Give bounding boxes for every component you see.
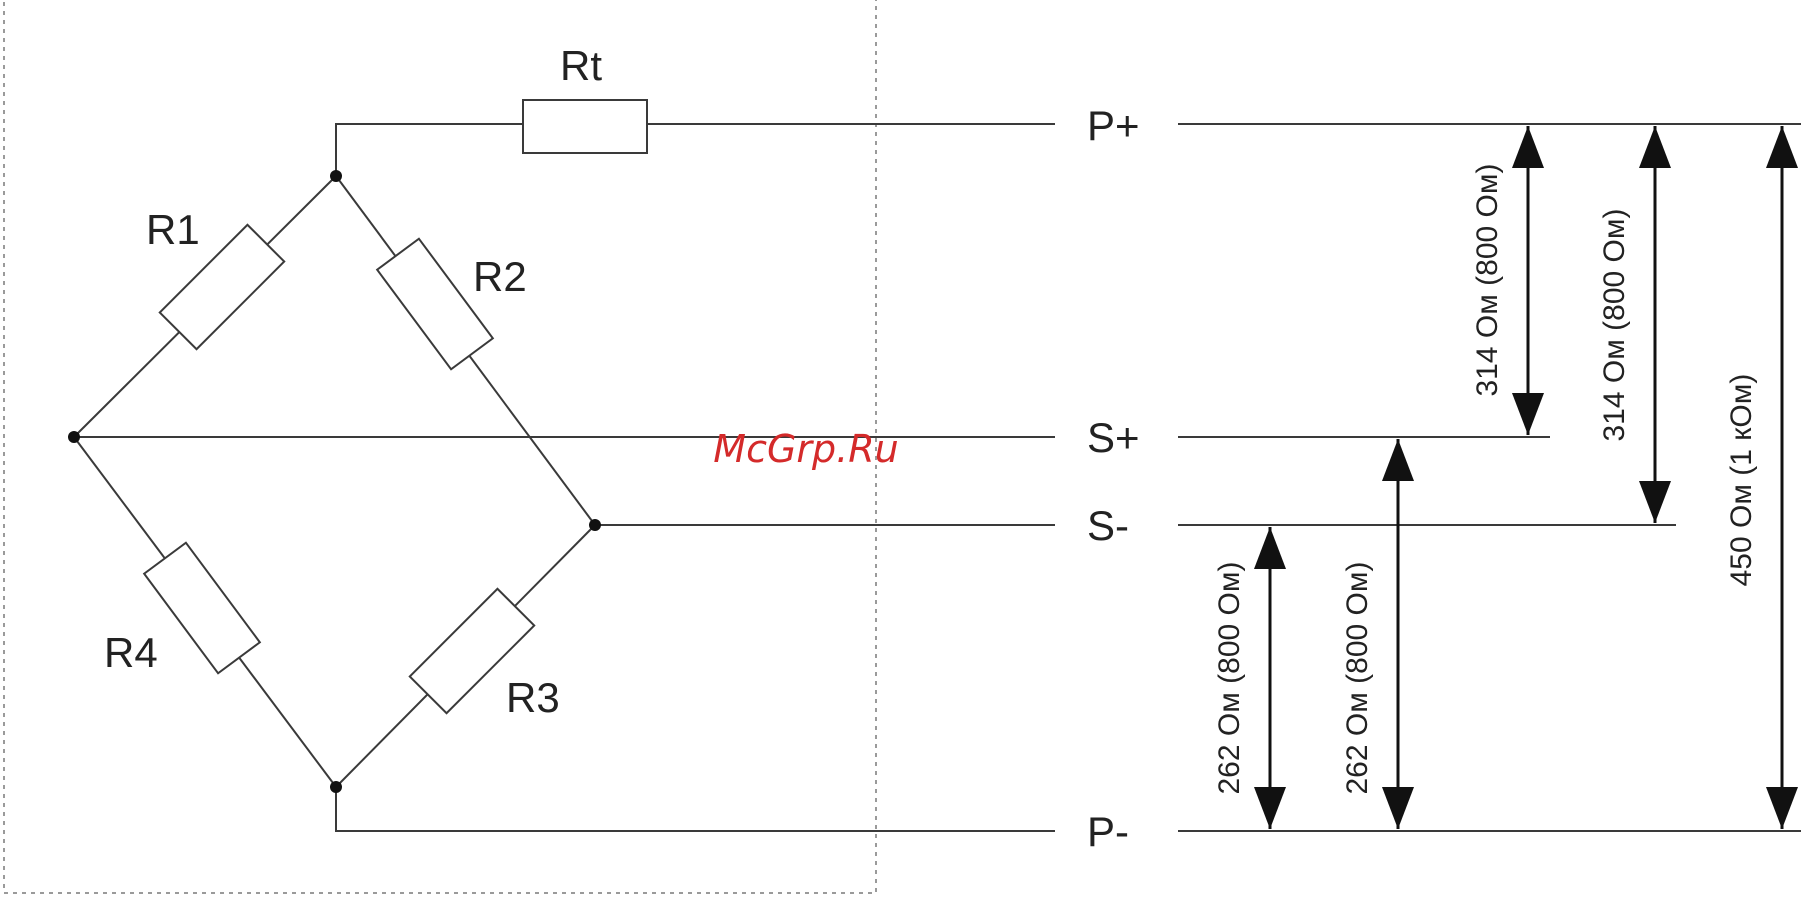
label-r3: R3 xyxy=(506,674,560,721)
node-top xyxy=(330,170,342,182)
node-bottom xyxy=(330,781,342,793)
wire-p-minus xyxy=(336,787,1055,831)
measurement-p-plus-p-minus: 450 Ом (1 кОм) xyxy=(1725,374,1758,587)
watermark-text: McGrp.Ru xyxy=(713,427,898,471)
resistor-r4 xyxy=(144,543,260,674)
arrowhead-down xyxy=(1254,787,1286,829)
wire-top-left xyxy=(336,124,523,176)
arrowhead-down xyxy=(1512,393,1544,435)
measurement-p-plus-s-minus: 314 Ом (800 Ом) xyxy=(1598,208,1631,441)
terminal-p-plus: P+ xyxy=(1087,102,1140,149)
label-rt: Rt xyxy=(560,42,602,89)
arrowhead-down xyxy=(1766,787,1798,829)
label-r2: R2 xyxy=(473,253,527,300)
label-r4: R4 xyxy=(104,629,158,676)
terminal-s-plus: S+ xyxy=(1087,414,1140,461)
arrowhead-up xyxy=(1254,527,1286,569)
label-r1: R1 xyxy=(146,206,200,253)
measurement-s-minus-p-minus: 262 Ом (800 Ом) xyxy=(1213,561,1246,794)
measurement-p-plus-s-plus: 314 Ом (800 Ом) xyxy=(1471,163,1504,396)
resistor-rt xyxy=(523,100,647,153)
arrowhead-up xyxy=(1512,126,1544,168)
arrowhead-up xyxy=(1382,439,1414,481)
arrowhead-up xyxy=(1766,126,1798,168)
terminal-s-minus: S- xyxy=(1087,502,1129,549)
arrowhead-down xyxy=(1382,787,1414,829)
arrowhead-down xyxy=(1639,481,1671,523)
node-right xyxy=(589,519,601,531)
terminal-p-minus: P- xyxy=(1087,808,1129,855)
arrowhead-up xyxy=(1639,126,1671,168)
node-left xyxy=(68,431,80,443)
measurement-s-plus-p-minus: 262 Ом (800 Ом) xyxy=(1341,561,1374,794)
